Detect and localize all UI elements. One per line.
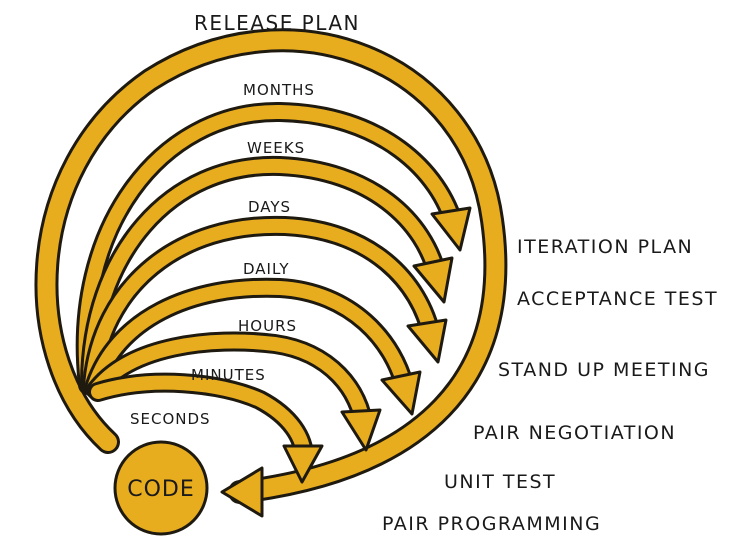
code-node: CODE — [113, 440, 209, 536]
months-arrow — [75, 101, 472, 395]
release-plan-arrow — [34, 28, 508, 518]
practice-label-iteration-plan: ITERATION PLAN — [517, 236, 693, 258]
code-label: CODE — [127, 477, 195, 502]
practice-label-stand-up-meeting: STAND UP MEETING — [498, 359, 710, 381]
weeks-arrow — [80, 155, 454, 395]
practice-label-pair-negotiation: PAIR NEGOTIATION — [473, 422, 676, 444]
daily-arrow — [84, 277, 422, 416]
timescale-label-months: MONTHS — [243, 81, 315, 99]
timescale-label-weeks: WEEKS — [247, 139, 305, 157]
timescale-label-daily: DAILY — [243, 260, 290, 278]
timescale-label-minutes: MINUTES — [191, 366, 266, 384]
timescale-label-hours: HOURS — [238, 317, 297, 335]
timescale-label-days: DAYS — [248, 198, 291, 216]
hours-arrow — [86, 331, 382, 452]
practice-label-pair-programming: PAIR PROGRAMMING — [382, 513, 601, 535]
practice-label-unit-test: UNIT TEST — [444, 471, 556, 493]
timescale-label-seconds: SECONDS — [130, 410, 211, 428]
minutes-arrow — [88, 372, 324, 484]
practice-label-acceptance-test: ACCEPTANCE TEST — [517, 288, 718, 310]
days-arrow — [82, 215, 448, 396]
release-plan-label: RELEASE PLAN — [194, 11, 360, 35]
